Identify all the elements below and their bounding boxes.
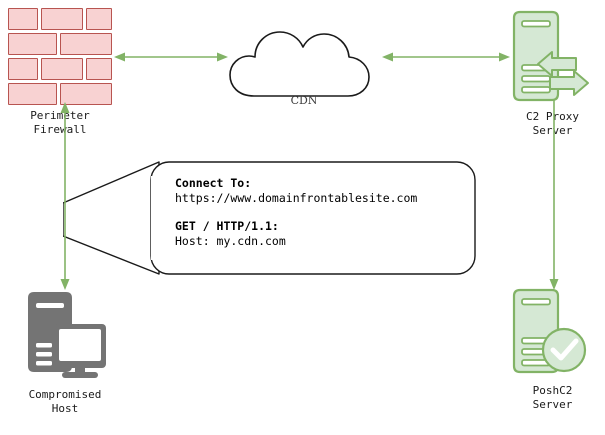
brick xyxy=(86,8,112,30)
callout-connect-label: Connect To: xyxy=(175,176,252,190)
desktop-computer-icon xyxy=(28,292,106,378)
label-perimeter-firewall: Perimeter Firewall xyxy=(30,109,90,136)
connector-c2-proxy-to-poshc2 xyxy=(549,100,559,290)
connector-cdn-to-c2-proxy xyxy=(382,52,510,62)
brick xyxy=(8,83,57,105)
label-cdn: CDN xyxy=(290,94,318,107)
server-check-icon xyxy=(512,288,587,374)
callout-text-block: Connect To: https://www.domainfrontables… xyxy=(175,176,417,249)
brick xyxy=(8,8,38,30)
callout-shape xyxy=(62,161,476,275)
brick xyxy=(86,58,112,80)
label-compromised-host: Compromised Host xyxy=(28,388,102,415)
node-perimeter-firewall[interactable] xyxy=(8,8,112,106)
label-c2-proxy-server: C2 Proxy Server xyxy=(526,110,579,137)
node-c2-proxy-server[interactable] xyxy=(508,10,596,102)
node-poshc2-server[interactable] xyxy=(508,288,596,376)
server-bidirectional-arrows-icon xyxy=(512,10,589,102)
callout-request-label: GET / HTTP/1.1: xyxy=(175,219,279,233)
cloud-icon xyxy=(229,31,370,97)
node-cdn[interactable] xyxy=(228,22,380,100)
brick xyxy=(60,83,112,105)
label-poshc2-server: PoshC2 Server xyxy=(532,384,573,411)
brick xyxy=(60,33,112,55)
node-compromised-host[interactable] xyxy=(20,288,110,380)
connector-firewall-to-cdn xyxy=(114,52,228,62)
callout-connect-url: https://www.domainfrontablesite.com xyxy=(175,191,418,205)
traffic-callout[interactable]: Connect To: https://www.domainfrontables… xyxy=(62,160,478,276)
brick xyxy=(41,58,83,80)
callout-host-header: Host: my.cdn.com xyxy=(175,234,286,248)
connector-host-to-firewall xyxy=(60,102,70,290)
brick xyxy=(41,8,83,30)
brick xyxy=(8,58,38,80)
brick xyxy=(8,33,57,55)
